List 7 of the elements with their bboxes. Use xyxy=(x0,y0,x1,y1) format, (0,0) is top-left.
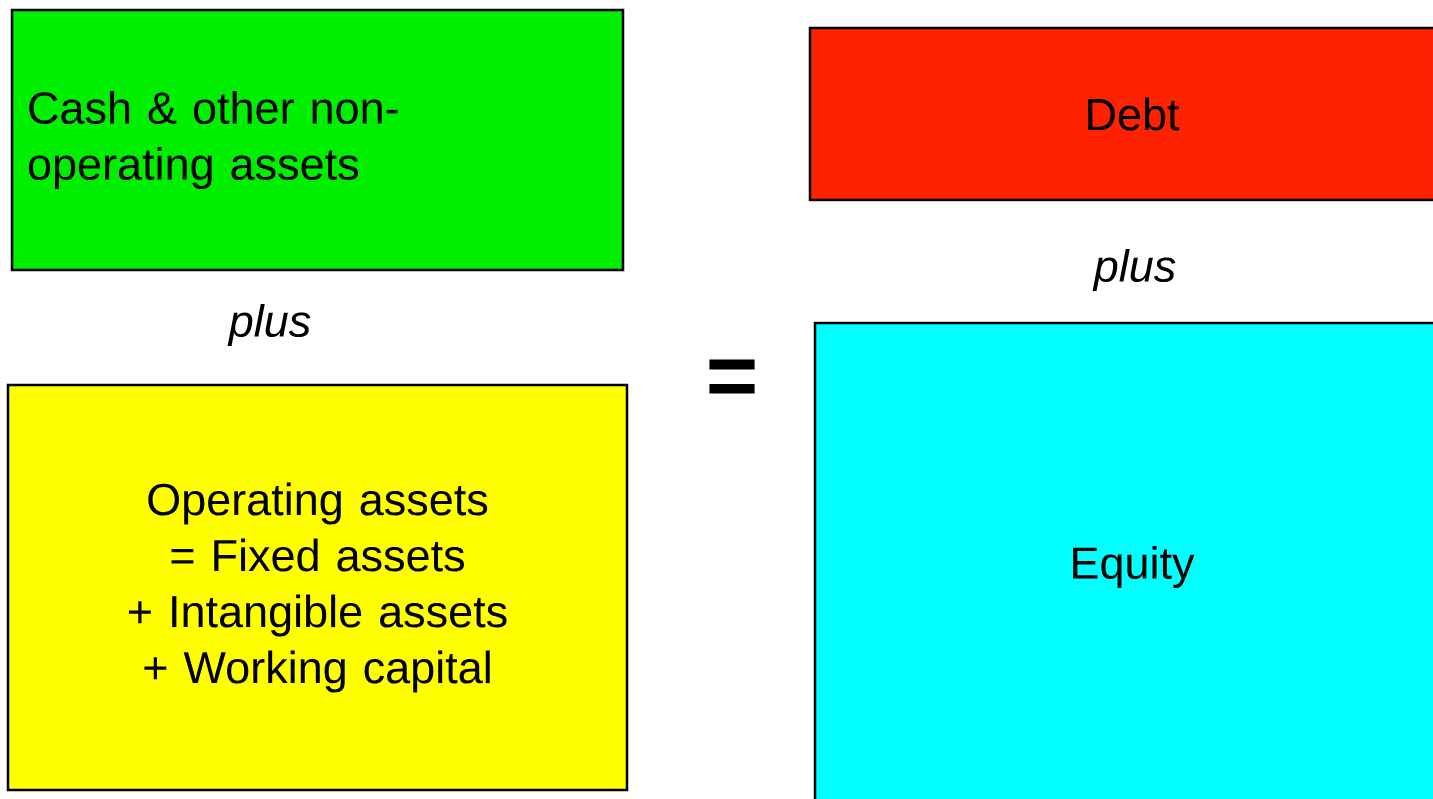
connector-word: plus xyxy=(227,304,311,346)
box: Cash & other non-operating assets xyxy=(10,8,625,272)
connector-word: plus xyxy=(1092,249,1176,291)
equals-sign: = xyxy=(709,359,755,394)
box: Operating assets = Fixed assets + Intangible assets + Working capital xyxy=(6,383,629,792)
box: Equity xyxy=(813,321,1433,799)
box: Debt xyxy=(808,26,1433,202)
